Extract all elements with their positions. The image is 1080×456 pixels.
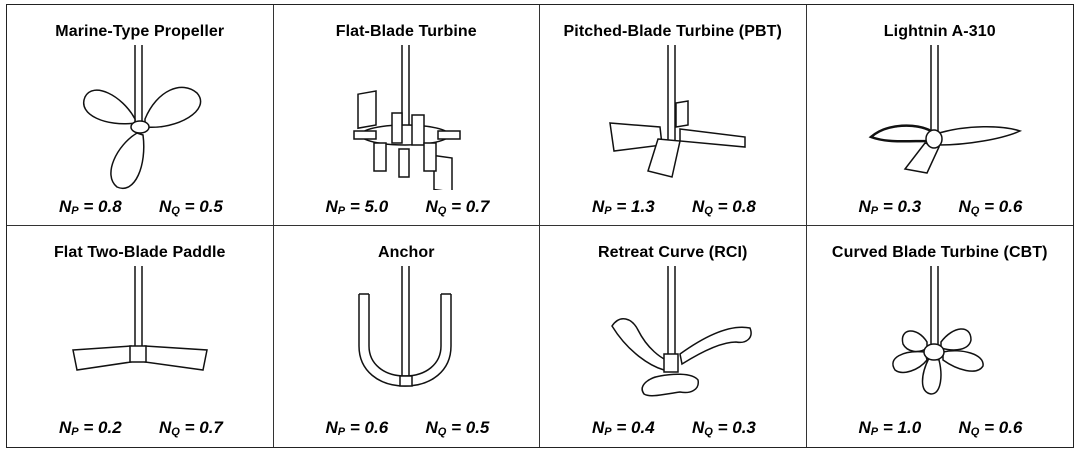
impeller-title: Pitched-Blade Turbine (PBT) xyxy=(563,23,782,40)
impeller-cell: Curved Blade Turbine (CBT) NP = 1.0 NQ =… xyxy=(807,226,1074,447)
impeller-cell: Retreat Curve (RCI) NP = 0.4 NQ = 0.3 xyxy=(540,226,807,447)
power-number: NP = 1.0 xyxy=(858,418,922,438)
flow-number: NQ = 0.3 xyxy=(692,418,756,438)
impeller-cell: Anchor NP = 0.6 NQ = 0.5 xyxy=(274,226,540,447)
power-number: NP = 0.8 xyxy=(59,197,122,217)
power-number: NP = 1.3 xyxy=(592,197,655,217)
power-number: NP = 5.0 xyxy=(325,197,389,217)
flow-number: NQ = 0.5 xyxy=(425,418,490,438)
impeller-title: Flat Two-Blade Paddle xyxy=(53,244,226,261)
impeller-title: Lightnin A-310 xyxy=(883,23,996,40)
power-number: NP = 0.6 xyxy=(325,418,389,438)
flow-number: NQ = 0.6 xyxy=(958,418,1023,438)
flow-number: NQ = 0.7 xyxy=(425,197,490,217)
power-number: NP = 0.2 xyxy=(59,418,122,438)
impeller-cell: Flat Two-Blade Paddle NP = 0.2 NQ = 0.7 xyxy=(7,226,274,447)
curved-blade-turbine-icon xyxy=(807,266,1073,411)
impeller-title: Marine-Type Propeller xyxy=(55,23,225,40)
impeller-cell: Marine-Type Propeller NP = 0.8 NQ = 0.5 xyxy=(7,5,274,226)
impeller-table: Marine-Type Propeller NP = 0.8 NQ = 0.5 … xyxy=(6,4,1074,448)
flat-blade-turbine-icon xyxy=(274,45,540,190)
power-number: NP = 0.3 xyxy=(858,197,922,217)
anchor-impeller-icon xyxy=(274,266,540,411)
pitched-blade-turbine-icon xyxy=(540,45,806,190)
flow-number: NQ = 0.5 xyxy=(159,197,223,217)
flow-number: NQ = 0.6 xyxy=(958,197,1023,217)
lightnin-a310-icon xyxy=(807,45,1073,190)
flow-number: NQ = 0.7 xyxy=(159,418,223,438)
retreat-curve-icon xyxy=(540,266,806,411)
impeller-title: Anchor xyxy=(377,244,435,261)
impeller-cell: Flat-Blade Turbine NP = 5.0 NQ = 0.7 xyxy=(273,5,540,226)
impeller-title: Flat-Blade Turbine xyxy=(335,23,477,40)
power-number: NP = 0.4 xyxy=(592,418,655,438)
flow-number: NQ = 0.8 xyxy=(692,197,756,217)
impeller-title: Curved Blade Turbine (CBT) xyxy=(831,244,1048,261)
impeller-title: Retreat Curve (RCI) xyxy=(598,244,748,261)
two-blade-paddle-icon xyxy=(7,266,273,411)
impeller-cell: Lightnin A-310 NP = 0.3 NQ = 0.6 xyxy=(806,5,1073,226)
marine-propeller-icon xyxy=(7,45,273,190)
impeller-cell: Pitched-Blade Turbine (PBT) NP = 1.3 NQ … xyxy=(540,5,807,226)
